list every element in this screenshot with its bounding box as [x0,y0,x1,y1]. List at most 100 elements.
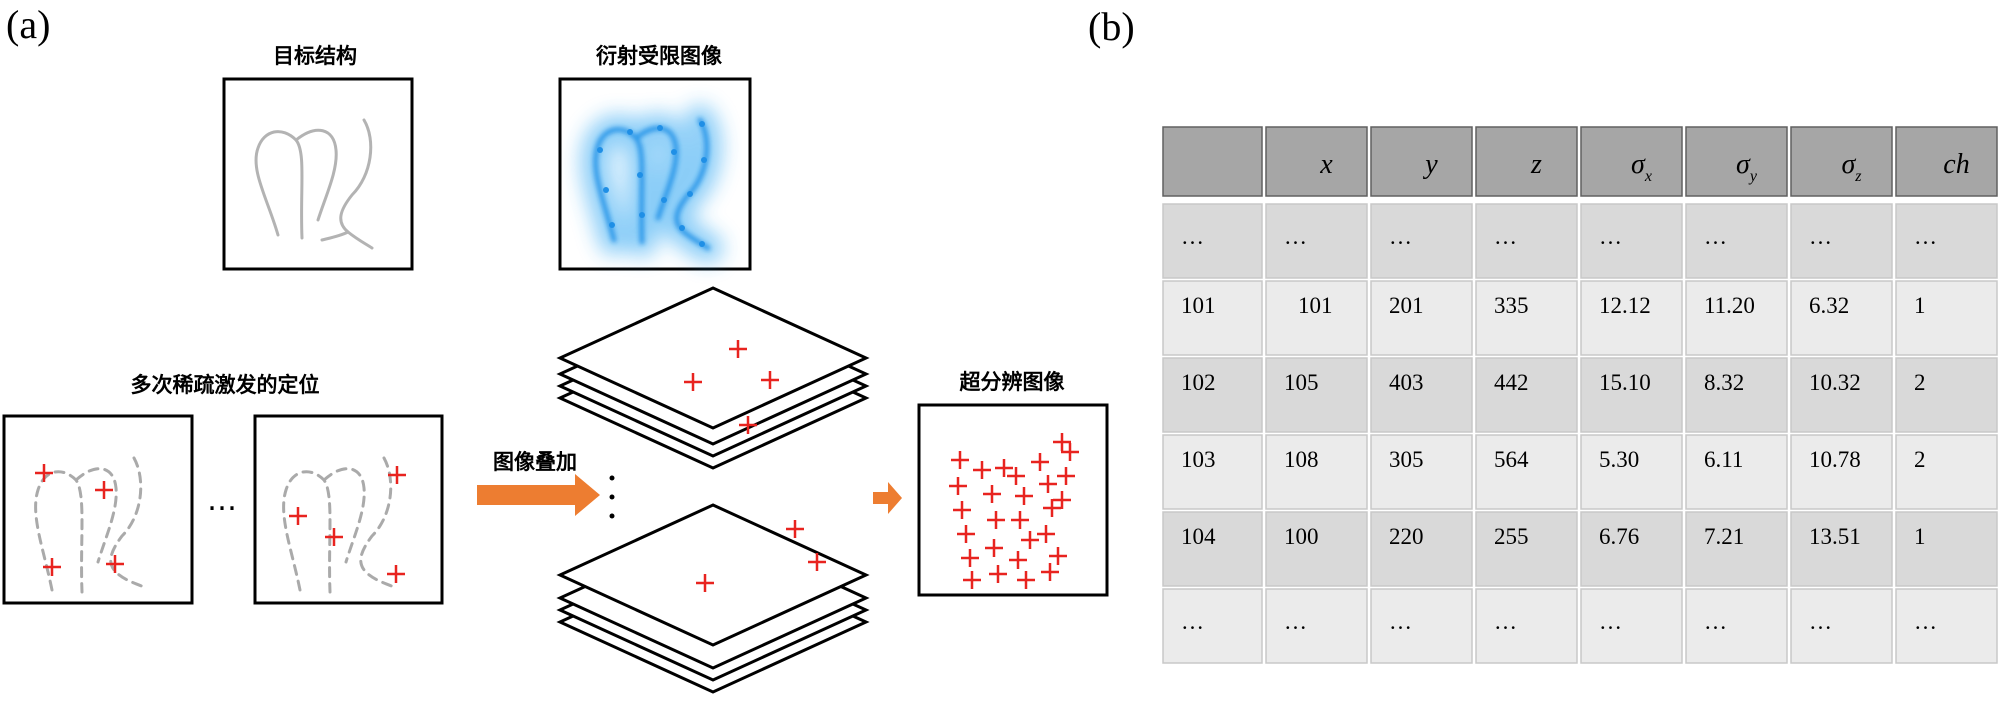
table-cell [1895,511,1998,587]
table-cell-value: 2 [1914,447,1926,472]
table-cell [1895,203,1998,279]
table-cell-value: 335 [1494,293,1529,318]
table-cell-value: 8.32 [1704,370,1744,395]
sparse-frame-2 [253,414,444,605]
diffraction-limited-title: 衍射受限图像 [596,44,723,68]
table-cell [1685,357,1788,433]
table-cell [1162,434,1263,510]
table-cell-value: … [1809,224,1832,249]
table-cell [1685,434,1788,510]
table-cell [1370,511,1473,587]
table-cell-value: 105 [1284,370,1319,395]
table-cell [1162,280,1263,356]
table-cell-value: 403 [1389,370,1424,395]
table-cell [1790,434,1893,510]
localization-marker [1007,467,1025,485]
table-header-cell [1370,126,1473,197]
table-cell-value: … [1809,609,1832,634]
target-structure-box [222,77,414,271]
localization-marker [1037,525,1055,543]
panel-b-label: (b) [1088,4,1135,49]
table-cell [1475,280,1578,356]
table-header-cell [1580,126,1683,197]
table-cell-value: 7.21 [1704,524,1744,549]
table-cell [1370,357,1473,433]
localization-marker [1057,467,1075,485]
table-cell-value: 10.78 [1809,447,1861,472]
table-header-subscript: x [1644,168,1652,185]
table-header-label: ch [1943,149,1969,180]
layer-stack-lower [556,503,870,694]
table-cell-value: … [1914,224,1937,249]
table-cell [1790,588,1893,664]
localization-marker [1021,531,1039,549]
lower-top-layer-markers [696,520,826,592]
table-cell-value: 6.11 [1704,447,1743,472]
table-cell-value: … [1704,609,1727,634]
localization-marker [1015,487,1033,505]
table-cell [1685,280,1788,356]
multi-sparse-title: 多次稀疏激发的定位 [131,373,320,397]
table-header-label: x [1319,149,1333,180]
table-cell-value: … [1494,609,1517,634]
table-cell [1475,511,1578,587]
panel-a-label: (a) [6,2,50,47]
frame-2-markers [289,466,406,583]
localization-marker [995,459,1013,477]
table-header-cell [1685,126,1788,197]
table-cell [1370,280,1473,356]
table-cell-value: 102 [1181,370,1216,395]
table-cell-value: 101 [1298,293,1333,318]
localization-marker [1049,547,1067,565]
table-cell [1265,203,1368,279]
table-cell [1265,588,1368,664]
localization-marker [963,571,981,589]
table-cell-value: 15.10 [1599,370,1651,395]
table-cell-value: … [1599,609,1622,634]
table-cell [1370,203,1473,279]
table-cell-value: 103 [1181,447,1216,472]
overlay-arrow [477,474,600,516]
localization-marker [985,539,1003,557]
table-cell [1265,357,1368,433]
localization-marker [1017,571,1035,589]
table-header-cell [1790,126,1893,197]
table-cell-value: … [1704,224,1727,249]
localization-marker [961,549,979,567]
table-cell-value: … [1284,609,1307,634]
overlay-title: 图像叠加 [493,450,577,474]
localization-marker [951,451,969,469]
table-cell [1580,203,1683,279]
table-cell-value: 2 [1914,370,1926,395]
localization-marker [1053,491,1071,509]
table-cell [1370,588,1473,664]
table-cell-value: 255 [1494,524,1529,549]
table-header-label: z [1530,149,1542,180]
localization-marker [1031,453,1049,471]
localization-marker [1061,443,1079,461]
localization-marker [987,511,1005,529]
table-cell-value: 442 [1494,370,1529,395]
table-cell-value: … [1599,224,1622,249]
table-cell [1895,588,1998,664]
table-cell-value: 101 [1181,293,1216,318]
table-cell [1790,280,1893,356]
table-cell [1162,588,1263,664]
super-resolution-box [917,403,1109,597]
table-cell [1895,280,1998,356]
table-cell [1265,434,1368,510]
table-cell [1162,511,1263,587]
table-cell-value: 220 [1389,524,1424,549]
table-cell-value: … [1494,224,1517,249]
table-cell-value: 201 [1389,293,1424,318]
table-cell [1580,357,1683,433]
localization-marker [989,565,1007,583]
localization-marker [1009,551,1027,569]
result-arrow [873,482,902,514]
frame-1-markers [35,464,124,576]
sparse-frame-1 [2,414,194,605]
frames-ellipsis: … [207,483,237,518]
table-cell [1475,203,1578,279]
